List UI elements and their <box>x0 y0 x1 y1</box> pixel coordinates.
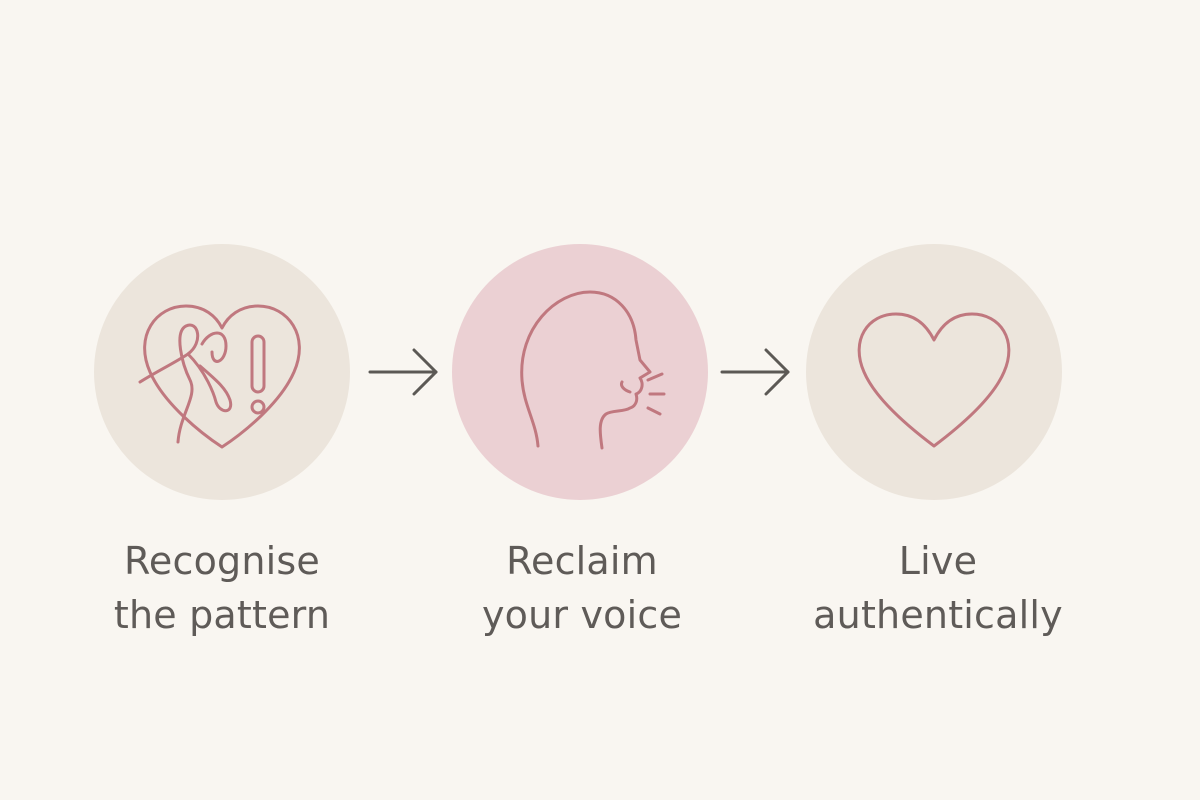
step-2-circle <box>452 244 708 500</box>
step-2-label-line-1: Reclaim <box>506 539 658 583</box>
step-3-label-line-2: authentically <box>813 593 1063 637</box>
step-3-label-line-1: Live <box>898 539 978 583</box>
tangled-heart-exclamation-icon <box>138 304 301 449</box>
step-3-label: Live authentically <box>778 534 1098 642</box>
right-arrow-icon <box>368 348 438 396</box>
step-2-label-line-2: your voice <box>481 593 683 637</box>
right-arrow-icon <box>720 348 790 396</box>
speaking-head-icon <box>520 290 666 450</box>
step-1-circle <box>94 244 350 500</box>
step-1-label-line-1: Recognise <box>124 539 320 583</box>
step-1-label: Recognise the pattern <box>62 534 382 642</box>
step-2-label: Reclaim your voice <box>422 534 742 642</box>
step-1-label-line-2: the pattern <box>113 593 331 637</box>
step-3-circle <box>806 244 1062 500</box>
heart-icon <box>857 312 1011 448</box>
